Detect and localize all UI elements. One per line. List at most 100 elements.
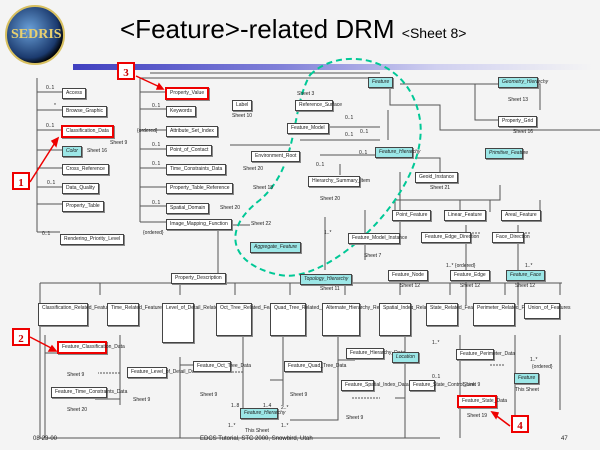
- class-feature-hierarchy-bottom[interactable]: Feature_Hierarchy: [240, 408, 285, 419]
- class-hierarchy-summary-item[interactable]: Hierarchy_Summary_Item: [308, 176, 370, 187]
- sheet-ref: This Sheet: [245, 428, 269, 434]
- multiplicity: 0..1: [152, 103, 161, 109]
- class-classification-data[interactable]: Classification_Data: [61, 125, 114, 138]
- multiplicity: 0..1: [46, 123, 55, 129]
- class-attribute-set-index[interactable]: Attribute_Set_Index: [166, 126, 218, 137]
- class-feature-union-target[interactable]: Feature: [514, 373, 540, 384]
- class-spatial-domain[interactable]: Spatial_Domain: [166, 203, 210, 214]
- class-spatial-index-related-features[interactable]: Spatial_Index_Related_Features: [379, 303, 456, 336]
- focus-ellipse: [234, 57, 422, 277]
- class-feature-hierarchy-data[interactable]: Feature_Hierarchy_Data: [346, 348, 405, 359]
- class-topology-hierarchy[interactable]: Topology_Hierarchy: [300, 274, 353, 285]
- multiplicity: 1..*: [525, 263, 533, 269]
- class-linear-feature[interactable]: Linear_Feature: [444, 210, 486, 221]
- sheet-ref: Sheet 12: [400, 283, 421, 289]
- class-location[interactable]: Location: [392, 352, 419, 363]
- sheet-ref: Sheet 20: [67, 407, 88, 413]
- class-primitive-feature[interactable]: Primitive_Feature: [485, 148, 528, 159]
- class-feature-edge[interactable]: Feature_Edge: [450, 270, 490, 281]
- sheet-ref: Sheet 11: [320, 286, 340, 292]
- class-property-description[interactable]: Property_Description: [171, 273, 226, 284]
- class-perimeter-related-features[interactable]: Perimeter_Related_Features: [473, 303, 541, 326]
- multiplicity: 0..1: [152, 161, 161, 167]
- ordered-note: {ordered}: [143, 230, 164, 236]
- class-cross-reference[interactable]: Cross_Reference: [62, 164, 109, 175]
- class-feature-node[interactable]: Feature_Node: [388, 270, 428, 281]
- class-classification-related-features[interactable]: Classification_Related_Features: [38, 303, 114, 326]
- class-label[interactable]: Label: [232, 100, 253, 111]
- class-point-feature[interactable]: Point_Feature: [392, 210, 432, 221]
- multiplicity: 1..*: [530, 357, 538, 363]
- class-feature-edge-direction[interactable]: Feature_Edge_Direction: [421, 232, 479, 243]
- class-point-of-contact[interactable]: Point_of_Contact: [166, 145, 213, 156]
- sheet-ref: Sheet 16: [87, 148, 108, 154]
- class-level-of-detail-related-features[interactable]: Level_of_Detail_Related_Features: [162, 303, 243, 343]
- class-browse-graphic[interactable]: Browse_Graphic: [62, 106, 107, 117]
- class-time-related-features[interactable]: Time_Related_Features: [107, 303, 164, 326]
- class-feature-state-control-link[interactable]: Feature_State_Control_Link: [409, 380, 476, 391]
- class-rendering-priority-level[interactable]: Rendering_Priority_Level: [60, 234, 125, 245]
- class-property-grid[interactable]: Property_Grid: [498, 116, 538, 127]
- multiplicity: 0..1: [345, 132, 354, 138]
- callout-1: 1: [12, 172, 30, 190]
- multiplicity: 0..1: [152, 200, 161, 206]
- class-reference-surface[interactable]: Reference_Surface: [295, 100, 342, 111]
- sheet-ref: Sheet 19: [467, 413, 488, 419]
- multiplicity: 2..*: [281, 405, 289, 411]
- sheet-ref: Sheet 13: [508, 97, 529, 103]
- multiplicity: 0..1: [316, 162, 325, 168]
- multiplicity: 1..*: [324, 230, 332, 236]
- class-state-related-features[interactable]: State_Related_Features: [426, 303, 484, 326]
- class-property-table-reference[interactable]: Property_Table_Reference: [166, 183, 234, 194]
- multiplicity: *: [54, 103, 56, 109]
- class-quad-tree-related-features[interactable]: Quad_Tree_Related_Features: [270, 303, 342, 336]
- class-data-quality[interactable]: Data_Quality: [62, 183, 99, 194]
- class-feature-quad-tree-data[interactable]: Feature_Quad_Tree_Data: [284, 361, 346, 372]
- sedris-logo: SEDRIS: [5, 5, 65, 65]
- page-subtitle: <Sheet 8>: [401, 25, 467, 41]
- class-oct-tree-related-features[interactable]: Oct_Tree_Related_Features: [216, 303, 283, 336]
- class-feature-face[interactable]: Feature_Face: [506, 270, 546, 281]
- class-environment-root[interactable]: Environment_Root: [251, 151, 301, 162]
- class-feature[interactable]: Feature: [368, 77, 394, 88]
- multiplicity: 1..* {ordered}: [446, 263, 476, 269]
- class-property-table[interactable]: Property_Table: [62, 201, 104, 212]
- multiplicity: 0..1: [47, 180, 56, 186]
- class-feature-time-constraints-data[interactable]: Feature_Time_Constraints_Data: [51, 387, 127, 398]
- class-access[interactable]: Access: [62, 88, 87, 99]
- sheet-ref: Sheet 10: [232, 113, 253, 119]
- sheet-ref: Sheet 9: [110, 140, 128, 146]
- class-feature-model[interactable]: Feature_Model: [287, 123, 329, 134]
- multiplicity: 0..1: [345, 115, 354, 121]
- class-face-direction[interactable]: Face_Direction: [492, 232, 530, 243]
- title-underline: [73, 64, 593, 70]
- multiplicity: 1..*: [432, 340, 440, 346]
- class-areal-feature[interactable]: Areal_Feature: [501, 210, 541, 221]
- class-feature-classification-data[interactable]: Feature_Classification_Data: [57, 341, 125, 354]
- class-geometry-hierarchy[interactable]: Geometry_Hierarchy: [498, 77, 548, 88]
- class-image-mapping-function[interactable]: Image_Mapping_Function: [166, 219, 232, 230]
- multiplicity: 0..1: [152, 142, 161, 148]
- class-feature-oct-tree-data[interactable]: Feature_Oct_Tree_Data: [193, 361, 251, 372]
- class-feature-perimeter-data[interactable]: Feature_Perimeter_Data: [456, 349, 515, 360]
- class-feature-model-instance[interactable]: Feature_Model_Instance: [348, 233, 407, 244]
- sheet-ref: Sheet 12: [460, 283, 481, 289]
- class-geoid-instance[interactable]: Geoid_Instance: [415, 172, 459, 183]
- class-feature-level-of-detail-data[interactable]: Feature_Level_of_Detail_Data: [127, 367, 199, 378]
- class-feature-spatial-index-data[interactable]: Feature_Spatial_Index_Data: [341, 380, 409, 391]
- class-keywords[interactable]: Keywords: [166, 106, 196, 117]
- callout-2: 2: [12, 328, 30, 346]
- class-union-of-features[interactable]: Union_of_Features: [524, 303, 571, 319]
- class-property-value[interactable]: Property_Value: [165, 87, 210, 100]
- class-time-constraints-data[interactable]: Time_Constraints_Data: [166, 164, 227, 175]
- class-aggregate-feature[interactable]: Aggregate_Feature: [250, 242, 302, 253]
- class-feature-hierarchy[interactable]: Feature_Hierarchy: [375, 147, 420, 158]
- sheet-ref: This Sheet: [515, 387, 539, 393]
- footer-page-number: 47: [561, 436, 568, 442]
- multiplicity: 0..1: [432, 374, 441, 380]
- class-feature-state-data[interactable]: Feature_State_Data: [457, 395, 507, 408]
- class-color[interactable]: Color: [62, 146, 82, 157]
- footer-center: EDCS Tutorial, STC 2000, Snowbird, Utah: [200, 436, 313, 442]
- sheet-ref: Sheet 9: [290, 392, 308, 398]
- class-alternate-hierarchy-related-features[interactable]: Alternate_Hierarchy_Related_Features: [322, 303, 413, 336]
